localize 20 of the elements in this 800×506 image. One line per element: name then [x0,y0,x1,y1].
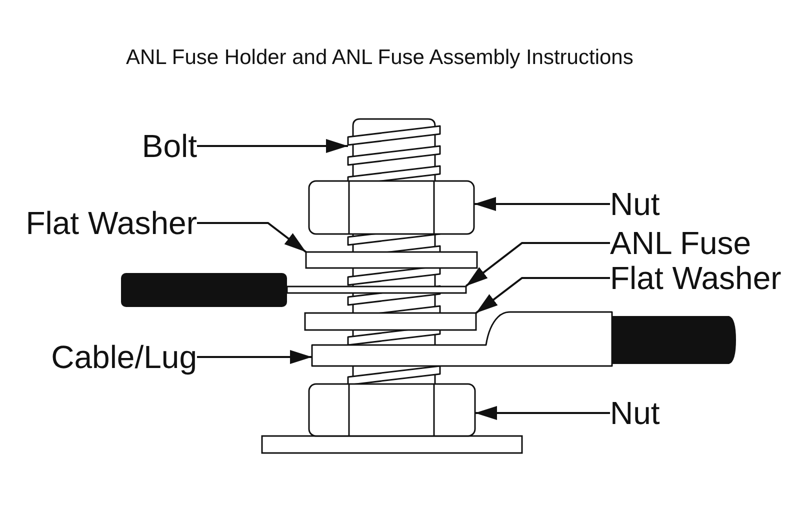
leader-arrow [475,277,610,314]
leader-arrow [475,406,610,420]
part-label: Flat Washer [610,262,782,294]
flat-washer [304,312,477,331]
part-label: Nut [610,188,660,220]
leader-arrow [465,242,610,287]
diagram-title: ANL Fuse Holder and ANL Fuse Assembly Instructions [126,47,634,68]
leader-arrow [474,197,610,211]
flat-washer [305,251,478,269]
leader-arrow [197,350,312,364]
base-plate [261,435,523,454]
part-label: Cable/Lug [51,341,197,373]
part-label: Flat Washer [26,207,197,239]
part-label: Bolt [142,130,197,162]
part-label: ANL Fuse [610,227,752,259]
part-label: Nut [610,397,660,429]
leader-arrow [197,139,348,153]
leader-arrow [197,222,307,253]
blade-fuse [121,273,467,307]
cable-lug [311,311,736,367]
